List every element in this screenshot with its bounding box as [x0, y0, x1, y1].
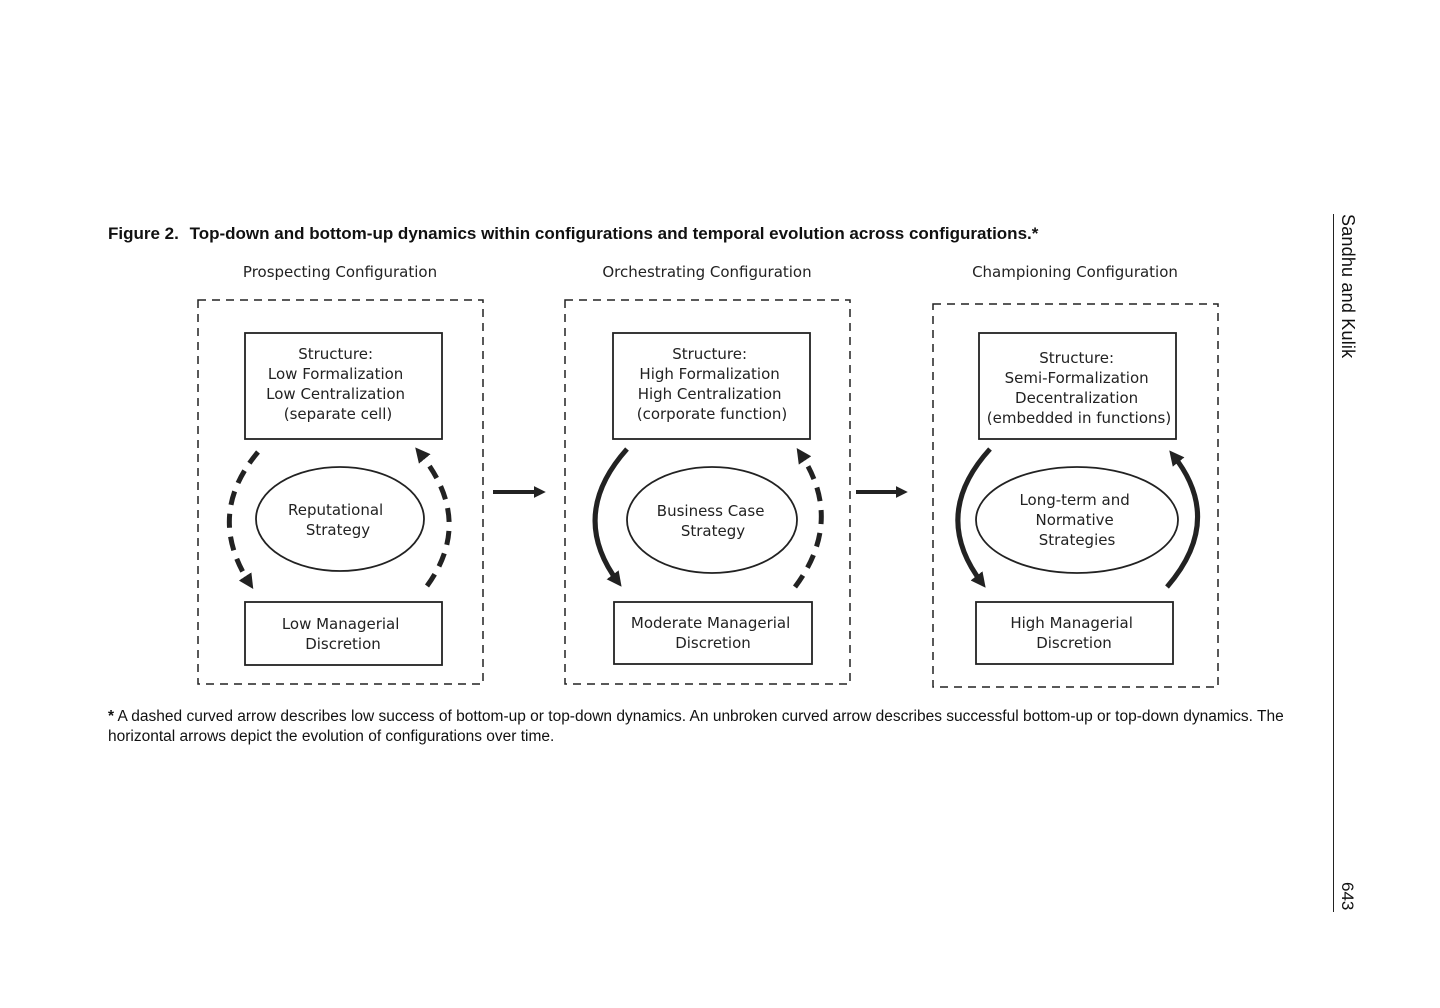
- config-frame: [197, 299, 484, 685]
- svg-text:Moderate Managerial Discre: Moderate Managerial Discretion: [631, 614, 795, 652]
- strategy-line: Reputational: [288, 501, 383, 519]
- top-down-dashed-arrow: [226, 450, 260, 590]
- margin-rule: [1333, 214, 1334, 912]
- discretion-box: [975, 601, 1174, 665]
- structure-line: Low Formalization: [268, 365, 403, 383]
- bottom-up-solid-arrow: [1165, 450, 1201, 589]
- page-number: 643: [1338, 882, 1357, 911]
- footnote-marker: *: [108, 708, 115, 725]
- figure-footnote: * A dashed curved arrow describes low su…: [108, 707, 1298, 747]
- strategy-line: Strategy: [306, 521, 370, 539]
- structure-line: Semi-Formalization: [1005, 369, 1149, 387]
- structure-line: Structure:: [1039, 349, 1114, 367]
- config-title: Prospecting Configuration: [243, 263, 437, 281]
- discretion-line: High Managerial: [1010, 614, 1133, 632]
- structure-line: High Centralization: [638, 385, 782, 403]
- top-down-solid-arrow: [592, 447, 629, 587]
- bottom-up-dashed-arrow: [415, 447, 452, 588]
- discretion-line: Discretion: [675, 634, 751, 652]
- structure-box: [978, 332, 1177, 440]
- config-frame: [932, 303, 1219, 688]
- strategy-line: Long-term and: [1019, 491, 1129, 509]
- structure-line: Decentralization: [1015, 389, 1138, 407]
- top-down-solid-arrow: [955, 447, 992, 588]
- svg-text:Reputational Strategy: Reputational Strategy: [288, 501, 388, 539]
- structure-box: [244, 332, 443, 440]
- structure-line: Low Centralization: [266, 385, 405, 403]
- figure-title: Top-down and bottom-up dynamics within c…: [189, 224, 1039, 243]
- structure-box: [612, 332, 811, 440]
- strategy-ellipse: [255, 466, 425, 572]
- structure-line: (embedded in functions): [987, 409, 1171, 427]
- bottom-up-dashed-arrow: [792, 448, 824, 589]
- discretion-line: Low Managerial: [282, 615, 400, 633]
- structure-line: High Formalization: [639, 365, 779, 383]
- config-title: Championing Configuration: [972, 263, 1178, 281]
- strategy-ellipse: [626, 466, 798, 574]
- strategy-line: Strategies: [1039, 531, 1116, 549]
- strategy-line: Normative: [1035, 511, 1113, 529]
- figure-caption: Figure 2. Top-down and bottom-up dynamic…: [108, 224, 1308, 244]
- discretion-box: [613, 601, 813, 665]
- svg-text:Business Case Strategy: Business Case Strategy: [657, 502, 769, 540]
- strategy-line: Business Case: [657, 502, 765, 520]
- discretion-line: Discretion: [305, 635, 381, 653]
- svg-text:Long-term and Normative: Long-term and Normative Strategies: [1019, 491, 1134, 549]
- config-title: Orchestrating Configuration: [602, 263, 811, 281]
- strategy-line: Strategy: [681, 522, 745, 540]
- svg-text:Structure: High Formalizat: Structure: High Formalization High Centr…: [637, 345, 788, 423]
- structure-line: Structure:: [672, 345, 747, 363]
- svg-text:Low Managerial Discretion: Low Managerial Discretion: [282, 615, 404, 653]
- structure-line: (separate cell): [284, 405, 393, 423]
- structure-line: Structure:: [298, 345, 373, 363]
- svg-text:Structure: Low Formalizati: Structure: Low Formalization Low Central…: [266, 345, 410, 423]
- figure-label: Figure 2.: [108, 224, 179, 243]
- running-head-authors: Sandhu and Kulik: [1338, 214, 1358, 359]
- strategy-ellipse: [975, 466, 1179, 574]
- discretion-line: Discretion: [1036, 634, 1112, 652]
- footnote-text: A dashed curved arrow describes low succ…: [108, 708, 1284, 745]
- config-frame: [564, 299, 851, 685]
- svg-text:Structure: Semi-Formalizat: Structure: Semi-Formalization Decentrali…: [987, 349, 1171, 427]
- discretion-line: Moderate Managerial: [631, 614, 790, 632]
- discretion-box: [244, 601, 443, 666]
- svg-text:High Managerial Discretion: High Managerial Discretion: [1010, 614, 1137, 652]
- structure-line: (corporate function): [637, 405, 788, 423]
